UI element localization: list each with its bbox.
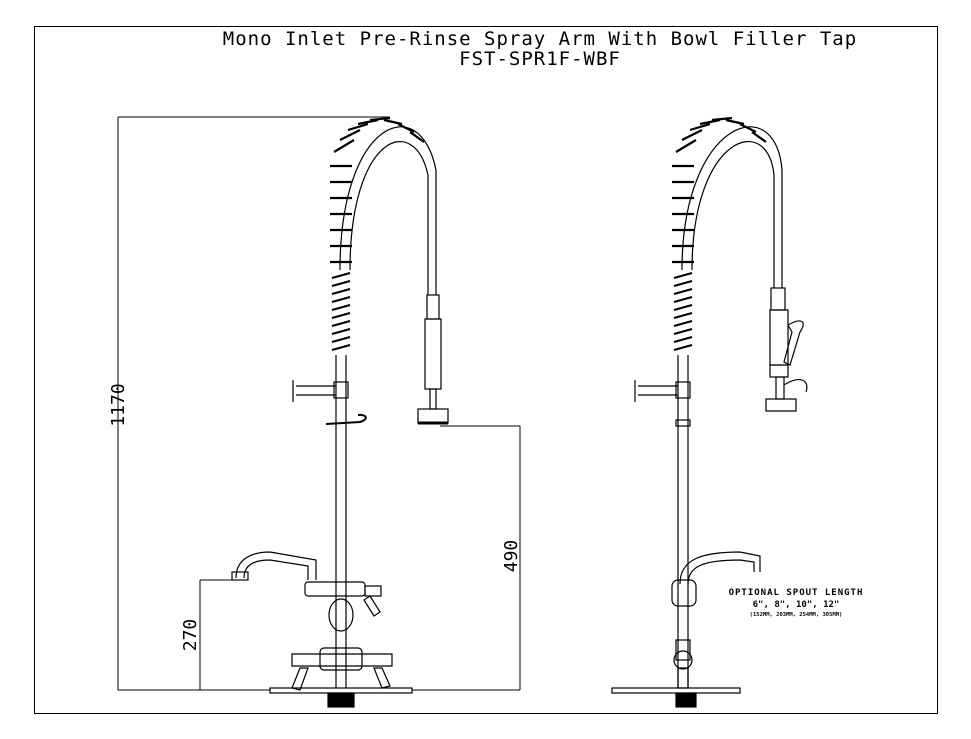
dimension-lines xyxy=(117,116,521,691)
tap-handles xyxy=(291,647,393,691)
hose-inner xyxy=(349,140,429,295)
side-spring-coil xyxy=(672,116,767,352)
spout-height-label: 270 xyxy=(180,619,201,652)
hose-outer xyxy=(339,126,437,295)
spray-head xyxy=(417,294,449,425)
swing-spout xyxy=(231,551,317,581)
side-hose-inner xyxy=(691,140,775,288)
hose-holder xyxy=(325,413,367,425)
riser-pipe xyxy=(335,355,347,688)
side-hose-outer xyxy=(681,126,783,288)
spring-coil xyxy=(330,116,425,352)
side-spout xyxy=(671,551,761,607)
side-base-plate xyxy=(611,687,741,694)
overall-height-label: 1170 xyxy=(108,383,129,426)
spout-options-metric: (152MM, 203MM, 254MM, 305MM) xyxy=(749,612,843,618)
drawing-border xyxy=(34,26,938,714)
base-plate xyxy=(269,687,413,694)
spray-height-label: 490 xyxy=(501,540,522,573)
drawing-title: Mono Inlet Pre-Rinse Spray Arm With Bowl… xyxy=(222,28,858,50)
inlet-connector xyxy=(327,692,355,708)
model-number: FST-SPR1F-WBF xyxy=(459,48,621,70)
front-view xyxy=(117,116,521,708)
mixer-body xyxy=(304,581,382,632)
side-valve xyxy=(292,380,349,402)
side-valve-handle xyxy=(634,380,691,402)
side-view xyxy=(611,116,808,708)
side-holder-clip xyxy=(675,419,691,427)
side-spray-head xyxy=(765,287,808,412)
spout-options-title: OPTIONAL SPOUT LENGTH xyxy=(728,588,864,598)
side-riser-pipe xyxy=(677,355,689,688)
side-inlet-connector xyxy=(675,692,697,708)
spout-options-imperial: 6", 8", 10", 12" xyxy=(752,600,840,610)
side-lower-body xyxy=(673,639,693,689)
